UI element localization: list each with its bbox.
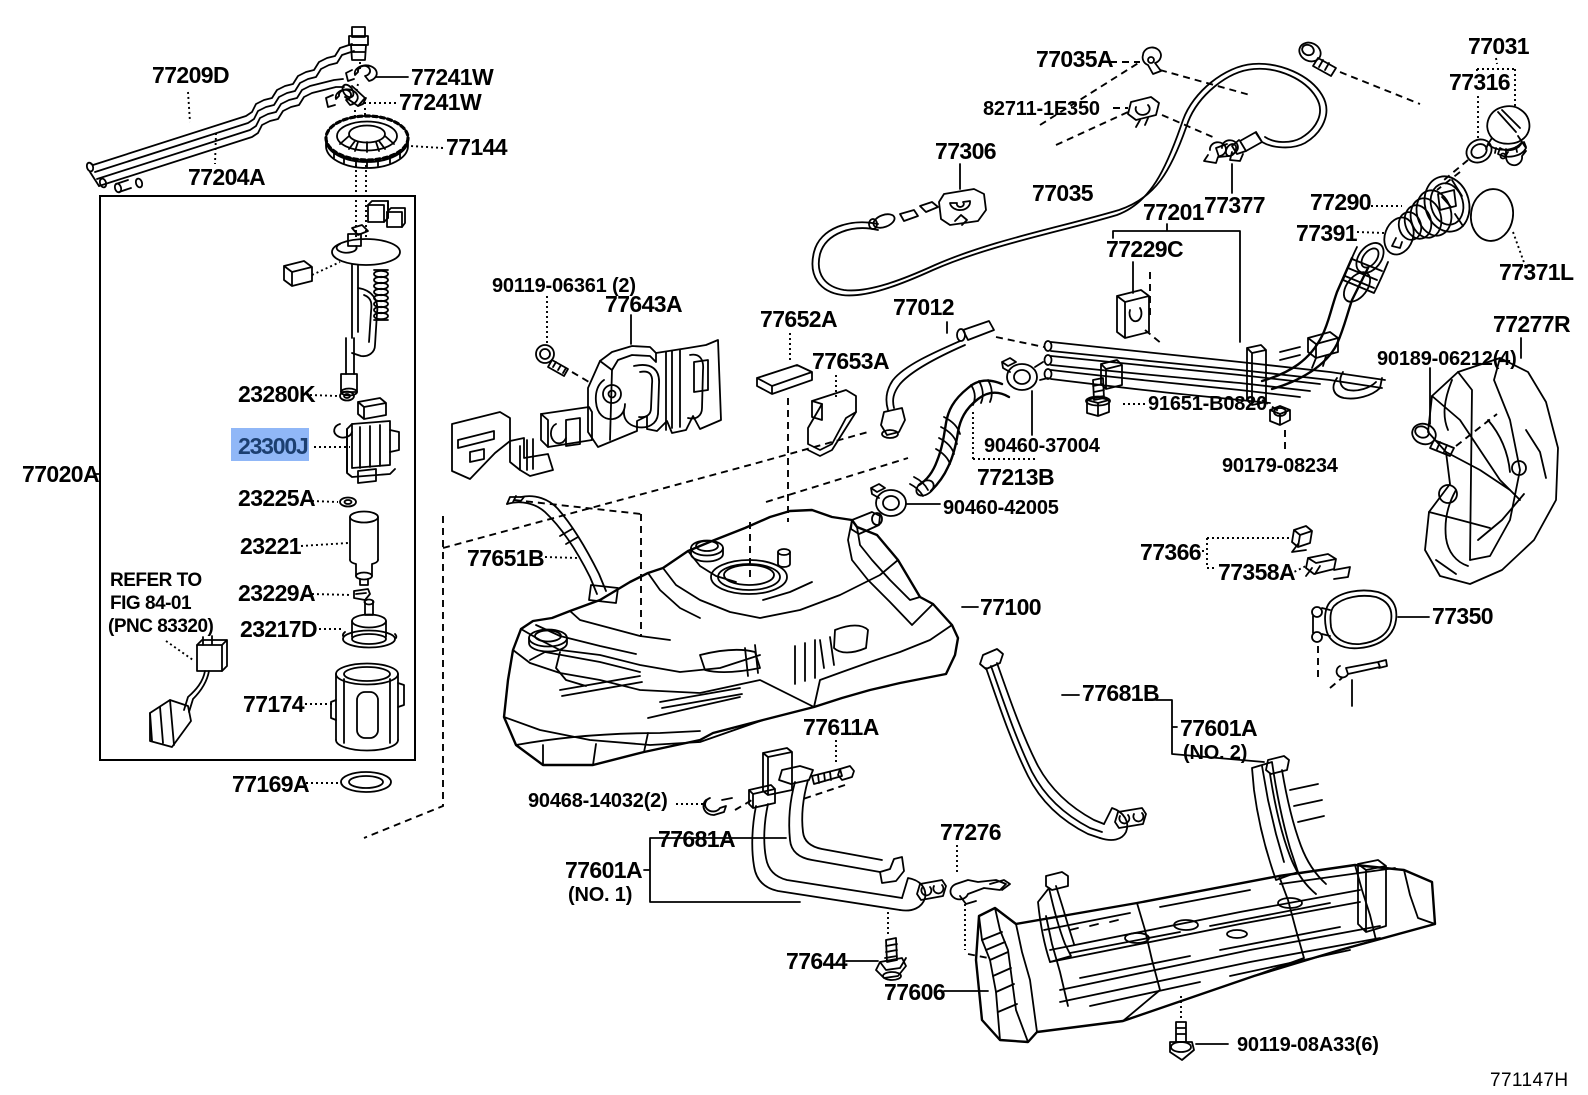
svg-text:77652A: 77652A bbox=[760, 306, 837, 332]
svg-text:77174: 77174 bbox=[243, 691, 305, 717]
svg-text:77377: 77377 bbox=[1204, 192, 1265, 218]
svg-text:REFER TO: REFER TO bbox=[110, 570, 202, 591]
svg-text:77031: 77031 bbox=[1468, 33, 1530, 59]
svg-text:77229C: 77229C bbox=[1106, 236, 1183, 262]
svg-text:77290: 77290 bbox=[1310, 189, 1371, 215]
svg-text:77012: 77012 bbox=[893, 294, 954, 320]
svg-text:77306: 77306 bbox=[935, 138, 996, 164]
svg-text:90468-14032(2): 90468-14032(2) bbox=[528, 790, 668, 812]
svg-text:82711-1E350: 82711-1E350 bbox=[983, 98, 1100, 120]
svg-text:90460-37004: 90460-37004 bbox=[984, 435, 1101, 457]
svg-text:77241W: 77241W bbox=[411, 64, 494, 90]
svg-text:77366: 77366 bbox=[1140, 539, 1201, 565]
svg-text:77371L: 77371L bbox=[1499, 259, 1574, 285]
svg-text:77601A: 77601A bbox=[1180, 715, 1257, 741]
svg-text:90119-08A33(6): 90119-08A33(6) bbox=[1237, 1034, 1379, 1056]
svg-text:90189-06212(4): 90189-06212(4) bbox=[1377, 348, 1517, 370]
svg-text:77213B: 77213B bbox=[977, 464, 1054, 490]
svg-text:77611A: 77611A bbox=[803, 714, 879, 740]
svg-text:77169A: 77169A bbox=[232, 771, 309, 797]
svg-text:77035: 77035 bbox=[1032, 180, 1094, 206]
svg-text:77350: 77350 bbox=[1432, 603, 1493, 629]
svg-text:77653A: 77653A bbox=[812, 348, 889, 374]
svg-text:90179-08234: 90179-08234 bbox=[1222, 455, 1339, 477]
svg-text:77391: 77391 bbox=[1296, 220, 1358, 246]
svg-text:77276: 77276 bbox=[940, 819, 1001, 845]
svg-text:90119-06361 (2): 90119-06361 (2) bbox=[492, 275, 636, 297]
svg-text:77204A: 77204A bbox=[188, 164, 265, 190]
svg-text:77035A: 77035A bbox=[1036, 46, 1113, 72]
svg-text:77277R: 77277R bbox=[1493, 311, 1571, 337]
svg-text:23300J: 23300J bbox=[238, 433, 308, 459]
svg-text:(PNC 83320): (PNC 83320) bbox=[108, 616, 214, 637]
svg-text:91651-B0820: 91651-B0820 bbox=[1148, 393, 1267, 415]
svg-text:77241W: 77241W bbox=[399, 89, 482, 115]
svg-text:77209D: 77209D bbox=[152, 62, 229, 88]
svg-text:FIG 84-01: FIG 84-01 bbox=[110, 593, 192, 614]
svg-text:(NO. 2): (NO. 2) bbox=[1183, 742, 1247, 764]
svg-text:77606: 77606 bbox=[884, 979, 945, 1005]
svg-text:77651B: 77651B bbox=[467, 545, 544, 571]
svg-text:77681A: 77681A bbox=[658, 826, 735, 852]
svg-text:77601A: 77601A bbox=[565, 857, 642, 883]
svg-text:77358A: 77358A bbox=[1218, 559, 1295, 585]
svg-text:771147H: 771147H bbox=[1490, 1070, 1569, 1091]
svg-text:77681B: 77681B bbox=[1082, 680, 1159, 706]
svg-text:77316: 77316 bbox=[1449, 69, 1510, 95]
svg-text:77144: 77144 bbox=[446, 134, 508, 160]
svg-text:(NO. 1): (NO. 1) bbox=[568, 884, 632, 906]
svg-text:77100: 77100 bbox=[980, 594, 1041, 620]
svg-text:77201: 77201 bbox=[1143, 199, 1205, 225]
svg-text:23280K: 23280K bbox=[238, 381, 316, 407]
svg-text:23217D: 23217D bbox=[240, 616, 317, 642]
svg-text:23225A: 23225A bbox=[238, 485, 315, 511]
svg-text:23221: 23221 bbox=[240, 533, 302, 559]
svg-text:23229A: 23229A bbox=[238, 580, 315, 606]
svg-text:77644: 77644 bbox=[786, 948, 848, 974]
svg-text:77020A: 77020A bbox=[22, 461, 99, 487]
svg-text:90460-42005: 90460-42005 bbox=[943, 497, 1059, 519]
svg-text:77643A: 77643A bbox=[605, 291, 682, 317]
